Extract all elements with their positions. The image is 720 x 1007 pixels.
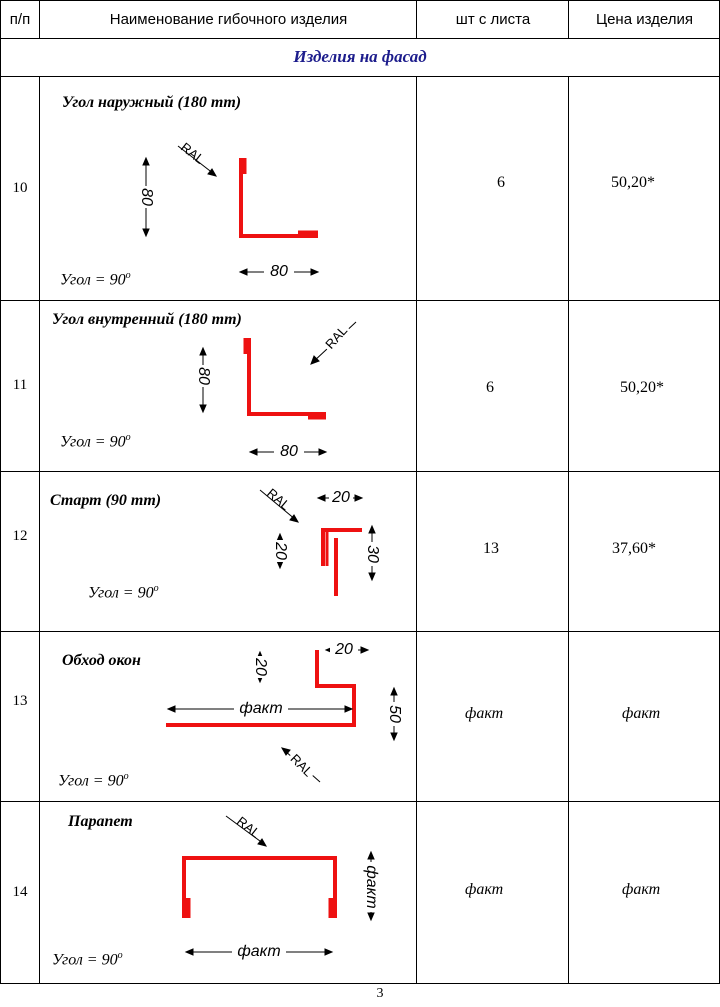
- angle-label: Угол = 90о: [58, 771, 129, 790]
- product-title: Угол наружный (180 mm): [62, 94, 242, 111]
- header-num: п/п: [9, 10, 31, 28]
- price-value: 37,60*: [612, 540, 656, 557]
- dim-label-horizontal: 80: [280, 443, 298, 460]
- qty-value: 13: [483, 540, 499, 557]
- angle-label: Угол = 90о: [88, 583, 159, 602]
- qty-value: 6: [497, 174, 505, 191]
- ral-label: RAL: [264, 485, 293, 513]
- angle-label: Угол = 90о: [52, 950, 123, 969]
- profile-drawing: 80 80 RAL: [135, 139, 320, 280]
- dim-label-right: 30: [364, 545, 381, 563]
- table-grid: [0, 0, 720, 984]
- dim-label-top: 20: [334, 641, 353, 658]
- dim-mask: [329, 490, 353, 506]
- qty-value: факт: [465, 705, 504, 722]
- price-value: факт: [622, 705, 661, 722]
- dim-mask: [330, 642, 358, 658]
- profile-drawing: 80 80 RAL: [193, 321, 357, 460]
- row-number: 14: [12, 884, 28, 900]
- dim-mask: [274, 444, 304, 460]
- dim-label-small: 20: [252, 657, 269, 676]
- dim-label-horizontal: 80: [270, 263, 288, 280]
- qty-value: 6: [486, 379, 494, 396]
- ral-mask: [284, 749, 318, 783]
- angle-label: Угол = 90о: [60, 270, 131, 289]
- dim-mask: [135, 186, 157, 208]
- dim-label-vertical: 80: [195, 367, 212, 385]
- dim-mask: [363, 542, 381, 566]
- dim-label-right: 50: [386, 705, 403, 723]
- dim-label-vertical: 80: [138, 188, 155, 206]
- price-value: 50,20*: [620, 379, 664, 396]
- dim-mask: [193, 365, 215, 387]
- dim-mask: [264, 264, 294, 280]
- dim-mask: [362, 862, 380, 912]
- row-number: 13: [12, 692, 28, 709]
- dim-label-top: 20: [331, 489, 350, 506]
- dim-mask: [232, 943, 286, 961]
- dim-label-height: факт: [363, 865, 380, 908]
- section-title: Изделия на фасад: [293, 47, 427, 66]
- price-value: 50,20*: [611, 174, 655, 191]
- row-number: 12: [12, 528, 28, 544]
- header-name: Наименование гибочного изделия: [109, 10, 348, 28]
- dim-mask: [234, 700, 288, 718]
- dim-label-width: факт: [239, 700, 282, 717]
- product-title: Обход окон: [62, 652, 141, 669]
- price-value: факт: [622, 881, 661, 898]
- product-title: Угол внутренний (180 mm): [52, 311, 242, 328]
- row-number: 11: [12, 377, 28, 393]
- dim-label-left: 20: [272, 541, 289, 560]
- product-title: Старт (90 mm): [50, 492, 162, 509]
- dim-mask: [385, 702, 403, 726]
- ral-label: RAL: [178, 139, 207, 166]
- dim-mask: [251, 656, 269, 678]
- header-price: Цена изделия: [595, 10, 693, 28]
- profile-drawing: 20 20 факт 50 RAL: [166, 641, 403, 783]
- profile-drawing: факт факт RAL: [182, 813, 380, 961]
- page-number: 3: [376, 986, 384, 1001]
- profile-drawing: 20 20 30 RAL: [259, 485, 381, 596]
- row-number: 10: [12, 179, 28, 196]
- header-qty: шт с листа: [455, 10, 531, 28]
- dim-label-width: факт: [237, 943, 280, 960]
- qty-value: факт: [465, 881, 504, 898]
- dim-mask: [271, 540, 289, 562]
- ral-mask: [320, 321, 354, 355]
- ral-label: RAL: [234, 813, 263, 840]
- angle-label: Угол = 90о: [60, 432, 131, 451]
- product-title: Парапет: [68, 813, 133, 830]
